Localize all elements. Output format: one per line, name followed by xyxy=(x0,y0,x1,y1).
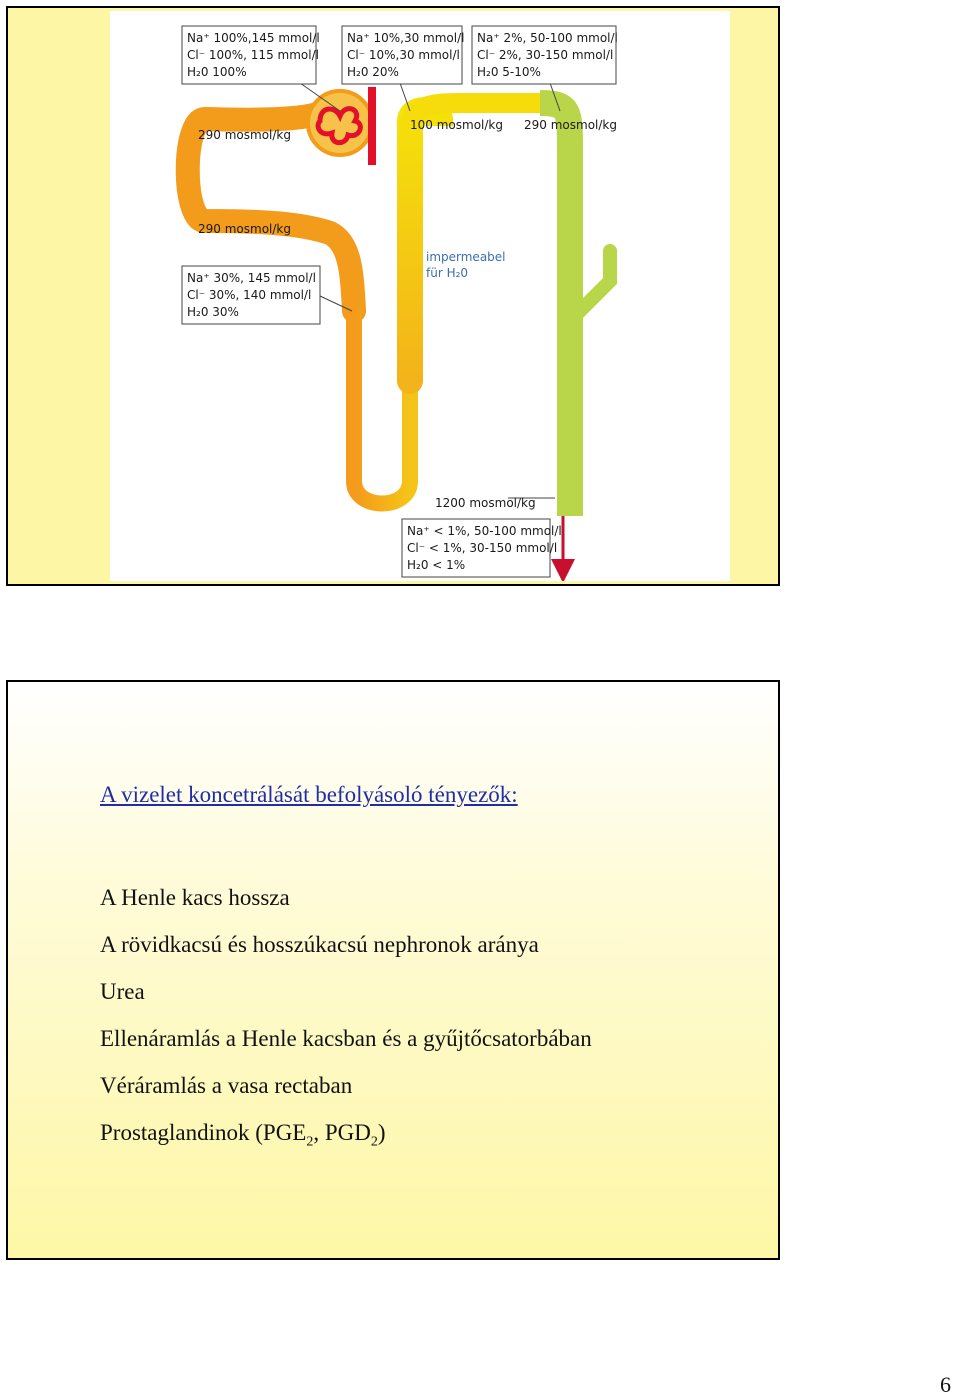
glom-h2o: H₂0 100% xyxy=(187,65,247,79)
mid-na: Na⁺ 10%,30 mmol/l xyxy=(347,31,464,45)
glomerulus xyxy=(315,106,363,146)
osm-medulla: 1200 mosmol/kg xyxy=(435,496,536,510)
slide-factors: A vizelet koncetrálását befolyásoló tény… xyxy=(6,680,780,1260)
list-item: A rövidkacsú és hosszúkacsú nephronok ar… xyxy=(100,932,539,957)
nephron-figure: Na⁺ 100%,145 mmol/l Cl⁻ 100%, 115 mmol/l… xyxy=(110,11,730,581)
factor-list: A Henle kacs hossza A rövidkacsú és hoss… xyxy=(100,874,592,1166)
nephron-diagram: Na⁺ 100%,145 mmol/l Cl⁻ 100%, 115 mmol/l… xyxy=(175,25,618,581)
list-item: A Henle kacs hossza xyxy=(100,885,290,910)
osm-glomerulus: 290 mosmol/kg xyxy=(198,128,291,142)
right-cl: Cl⁻ 2%, 30-150 mmol/l xyxy=(477,48,613,62)
list-item: Véráramlás a vasa rectaban xyxy=(100,1073,353,1098)
final-na: Na⁺ < 1%, 50-100 mmol/l xyxy=(407,524,562,538)
prox-h2o: H₂0 30% xyxy=(187,305,239,319)
osm-collecting: 290 mosmol/kg xyxy=(524,118,617,132)
prox-cl: Cl⁻ 30%, 140 mmol/l xyxy=(187,288,311,302)
pg-suffix: ) xyxy=(377,1120,386,1145)
list-item-prostaglandins: Prostaglandinok (PGE2, PGD2) xyxy=(100,1109,592,1166)
slide-nephron-diagram: Na⁺ 100%,145 mmol/l Cl⁻ 100%, 115 mmol/l… xyxy=(6,6,780,586)
afferent-arteriole xyxy=(368,87,376,165)
osm-thick-limb: 100 mosmol/kg xyxy=(410,118,503,132)
mid-h2o: H₂0 20% xyxy=(347,65,399,79)
list-item: Ellenáramlás a Henle kacsban és a gyűjtő… xyxy=(100,1026,592,1051)
info-box-final-urine: Na⁺ < 1%, 50-100 mmol/l Cl⁻ < 1%, 30-150… xyxy=(401,518,562,578)
collecting-duct xyxy=(539,90,583,516)
proximal-tubule xyxy=(175,99,366,323)
distal-tubule xyxy=(400,93,550,141)
pg-mid: , PGD xyxy=(313,1120,371,1145)
right-h2o: H₂0 5-10% xyxy=(477,65,541,79)
info-box-glomerulus: Na⁺ 100%,145 mmol/l Cl⁻ 100%, 115 mmol/l… xyxy=(181,25,320,85)
info-box-proximal: Na⁺ 30%, 145 mmol/l Cl⁻ 30%, 140 mmol/l … xyxy=(181,265,321,325)
final-cl: Cl⁻ < 1%, 30-150 mmol/l xyxy=(407,541,557,555)
info-box-loop-exit: Na⁺ 10%,30 mmol/l Cl⁻ 10%,30 mmol/l H₂0 … xyxy=(341,25,464,85)
slide-title: A vizelet koncetrálását befolyásoló tény… xyxy=(100,782,518,807)
pg-prefix: Prostaglandinok (PGE xyxy=(100,1120,307,1145)
mid-cl: Cl⁻ 10%,30 mmol/l xyxy=(347,48,460,62)
glom-na: Na⁺ 100%,145 mmol/l xyxy=(187,31,320,45)
right-na: Na⁺ 2%, 50-100 mmol/l xyxy=(477,31,618,45)
list-item: Urea xyxy=(100,979,145,1004)
prox-na: Na⁺ 30%, 145 mmol/l xyxy=(187,271,316,285)
info-box-collecting-top: Na⁺ 2%, 50-100 mmol/l Cl⁻ 2%, 30-150 mmo… xyxy=(471,25,618,85)
pg-sub2: 2 xyxy=(370,1134,378,1150)
page-number: 6 xyxy=(940,1372,951,1397)
osm-proximal: 290 mosmol/kg xyxy=(198,222,291,236)
impermeable-label: impermeabel xyxy=(426,250,506,264)
impermeable-label-2: für H₂0 xyxy=(426,266,468,280)
glom-cl: Cl⁻ 100%, 115 mmol/l xyxy=(187,48,319,62)
henle-loop xyxy=(346,303,418,512)
pg-sub1: 2 xyxy=(306,1134,314,1150)
final-h2o: H₂0 < 1% xyxy=(407,558,465,572)
collecting-duct-branch xyxy=(563,244,617,328)
thick-ascending-limb xyxy=(397,97,453,394)
